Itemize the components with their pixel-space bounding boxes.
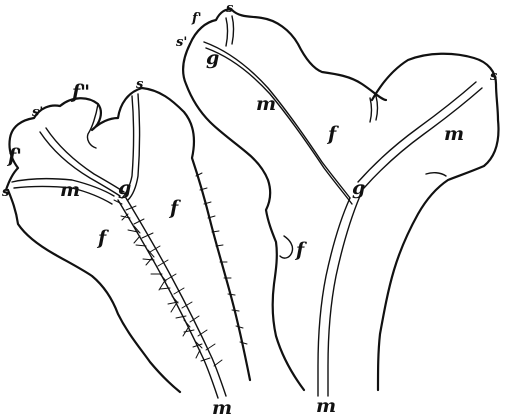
right-midrib-main-b xyxy=(328,196,360,396)
left-specimen-lower-outline xyxy=(8,190,180,392)
label-left-f-top: f" xyxy=(70,81,90,103)
label-left-s-edge: s xyxy=(2,185,10,200)
left-vein-upper-b xyxy=(46,128,124,192)
label-left-f-right: f xyxy=(168,197,181,219)
right-vein-left xyxy=(204,42,350,198)
right-top-sinus xyxy=(226,16,234,46)
label-right-s-right: s xyxy=(490,69,498,84)
label-left-s-left: s' xyxy=(32,105,43,120)
left-specimen-outline xyxy=(6,88,250,380)
label-right-g-mid: g xyxy=(352,177,365,199)
label-left-m: m xyxy=(60,179,80,201)
right-edge-bump xyxy=(280,236,293,258)
right-specimen-outline-top-right xyxy=(372,54,498,390)
label-left-f-center: f xyxy=(96,227,109,249)
right-notch-lower xyxy=(426,173,446,176)
label-right-m: m xyxy=(256,93,276,115)
right-notch-upper xyxy=(370,96,378,122)
label-right-s-left: s' xyxy=(176,35,187,50)
right-specimen-outline-left xyxy=(190,9,386,100)
label-left-m-bottom: m xyxy=(212,397,232,419)
label-right-m-right: m xyxy=(444,123,464,145)
label-left-s-top: s xyxy=(136,77,144,92)
label-right-s-top: s xyxy=(226,1,234,16)
label-left-g: g xyxy=(118,177,131,199)
left-midrib-main xyxy=(118,200,218,398)
left-midrib-hairs xyxy=(114,200,222,366)
right-specimen-outline-lower-left xyxy=(183,44,304,390)
label-right-m-bottom: m xyxy=(316,395,336,417)
right-midrib-main xyxy=(318,198,350,396)
left-specimen: s f" s' f' s m g f f m xyxy=(2,77,250,419)
right-specimen: s' f' s g m f s m g f m xyxy=(176,1,498,417)
label-right-f-lower: f xyxy=(294,239,307,261)
label-right-f-small: f' xyxy=(191,11,202,26)
label-left-f-left: f' xyxy=(6,145,22,167)
label-right-f-center: f xyxy=(326,123,339,145)
label-right-g-top: g xyxy=(206,47,219,69)
